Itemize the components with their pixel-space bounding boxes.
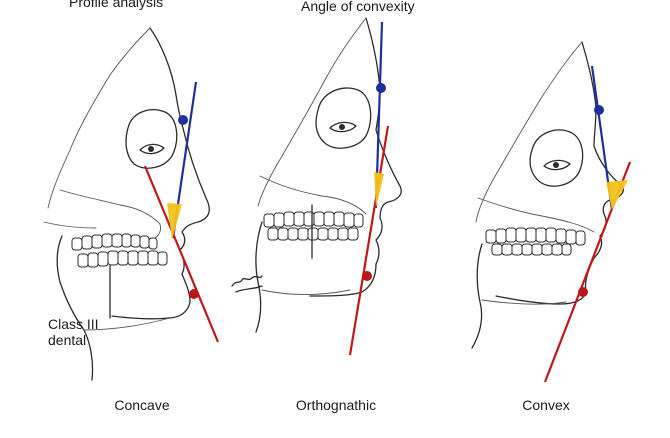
convex-chin (495, 257, 595, 305)
ortho-chin (309, 263, 377, 297)
convex-maxilla (477, 197, 595, 233)
concave-chin (111, 273, 191, 320)
ortho-blue-point (376, 83, 386, 93)
annotation-class-iii: Class III (48, 316, 99, 332)
heading-profile-analysis: Profile analysis (69, 0, 164, 10)
ortho-orbit (315, 87, 372, 149)
heading-angle-of-convexity: Angle of convexity (301, 0, 415, 14)
concave-lower-line (143, 165, 220, 343)
caption-orthognathic: Orthognathic (295, 397, 377, 413)
concave-mandible (56, 235, 94, 381)
ortho-red-point (362, 271, 372, 281)
ortho-lower-line (348, 125, 390, 356)
ortho-lower-teeth (267, 227, 359, 241)
convex-mandible (471, 243, 483, 349)
panel-concave (43, 27, 220, 381)
caption-concave: Concave (114, 397, 170, 413)
artist-signature (231, 275, 263, 293)
convex-upper-teeth (485, 227, 586, 246)
concave-blue-point (178, 115, 188, 125)
concave-eye (139, 143, 165, 155)
concave-skull (47, 27, 151, 209)
concave-maxilla (59, 189, 161, 241)
ortho-skull (257, 17, 367, 207)
panel-orthognathic (231, 17, 402, 356)
concave-angle-wedge (167, 203, 182, 240)
concave-forehead (149, 27, 210, 275)
convex-eye (543, 159, 571, 171)
ortho-pupil (339, 124, 345, 130)
ortho-jawline (261, 289, 351, 295)
concave-cheek (43, 221, 97, 229)
convex-lower-teeth (491, 243, 572, 256)
convex-pupil (553, 162, 559, 168)
concave-upper-teeth (71, 233, 158, 251)
convex-red-point (578, 287, 588, 297)
ortho-upper-teeth (263, 211, 364, 228)
concave-jawline (83, 317, 171, 331)
concave-pupil (148, 146, 154, 152)
caption-convex: Convex (522, 397, 570, 413)
panel-convex (471, 41, 632, 383)
concave-red-point (189, 289, 199, 299)
ortho-maxilla (259, 175, 367, 215)
ortho-eye (329, 121, 357, 133)
convex-orbit (529, 129, 584, 187)
convex-skull (475, 41, 583, 223)
ortho-angle-wedge (374, 172, 384, 208)
convex-blue-point (594, 105, 604, 115)
ortho-mandible (255, 221, 263, 333)
convex-angle-wedge (606, 180, 628, 210)
convex-jawline (481, 299, 567, 305)
concave-orbit (125, 109, 178, 169)
concave-lower-teeth (77, 250, 168, 268)
annotation-dental: dental (48, 332, 87, 348)
